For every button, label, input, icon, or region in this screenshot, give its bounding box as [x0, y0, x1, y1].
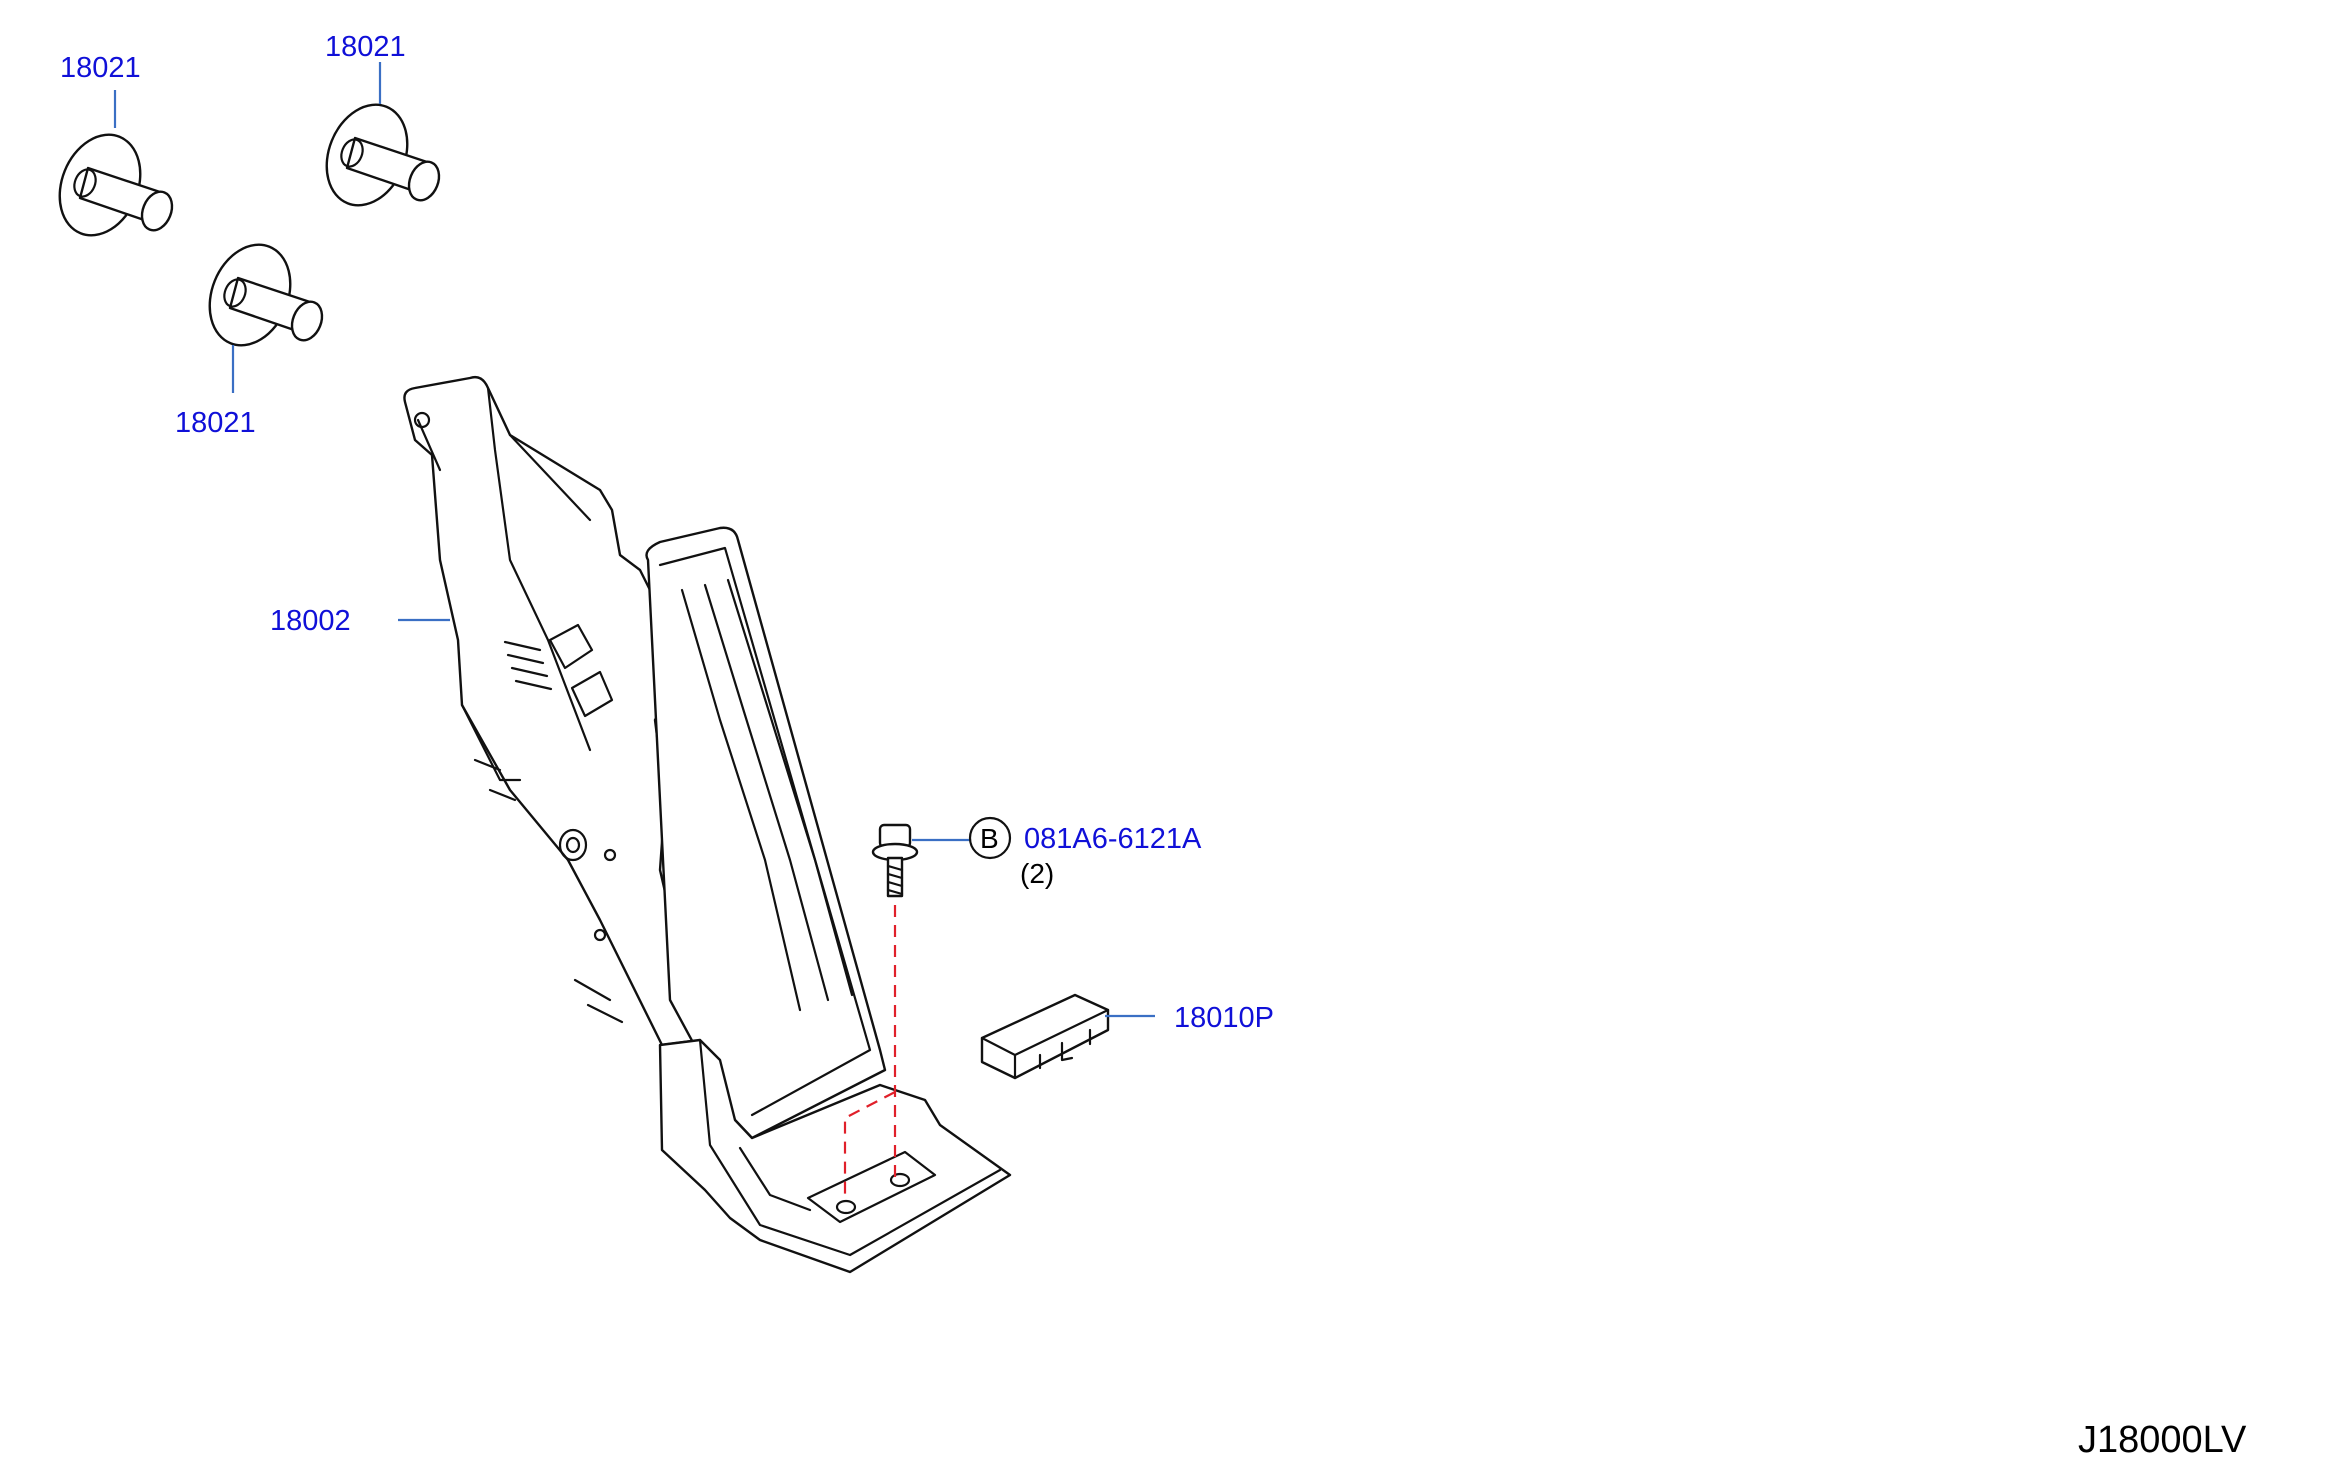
callout-clip-lower[interactable]: 18021	[175, 407, 256, 439]
pedal-bracket	[403, 375, 702, 1047]
bolt-part	[871, 823, 919, 898]
bolt-reference-letter: B	[980, 823, 999, 854]
pedal-pad	[645, 526, 887, 1140]
callout-clip-top-middle[interactable]: 18021	[325, 31, 406, 63]
clip-part-top-middle	[325, 103, 441, 207]
accelerator-pedal-assembly	[403, 375, 1012, 1274]
callout-clip-top-left[interactable]: 18021	[60, 52, 141, 84]
bolt-reference-circle	[968, 816, 1012, 860]
clip-part-top-left	[58, 133, 174, 237]
callout-bolt[interactable]: 081A6-6121A	[1024, 823, 1202, 855]
clip-part-lower	[208, 243, 324, 347]
bolt-guide-dashed-line-2	[843, 1091, 896, 1200]
callout-pedal-assembly[interactable]: 18002	[270, 605, 351, 637]
sensor-cover-part	[980, 993, 1110, 1080]
callout-sensor-cover[interactable]: 18010P	[1174, 1002, 1274, 1034]
diagram-code: J18000LV	[2078, 1419, 2247, 1461]
bolt-quantity: (2)	[1020, 858, 1054, 889]
